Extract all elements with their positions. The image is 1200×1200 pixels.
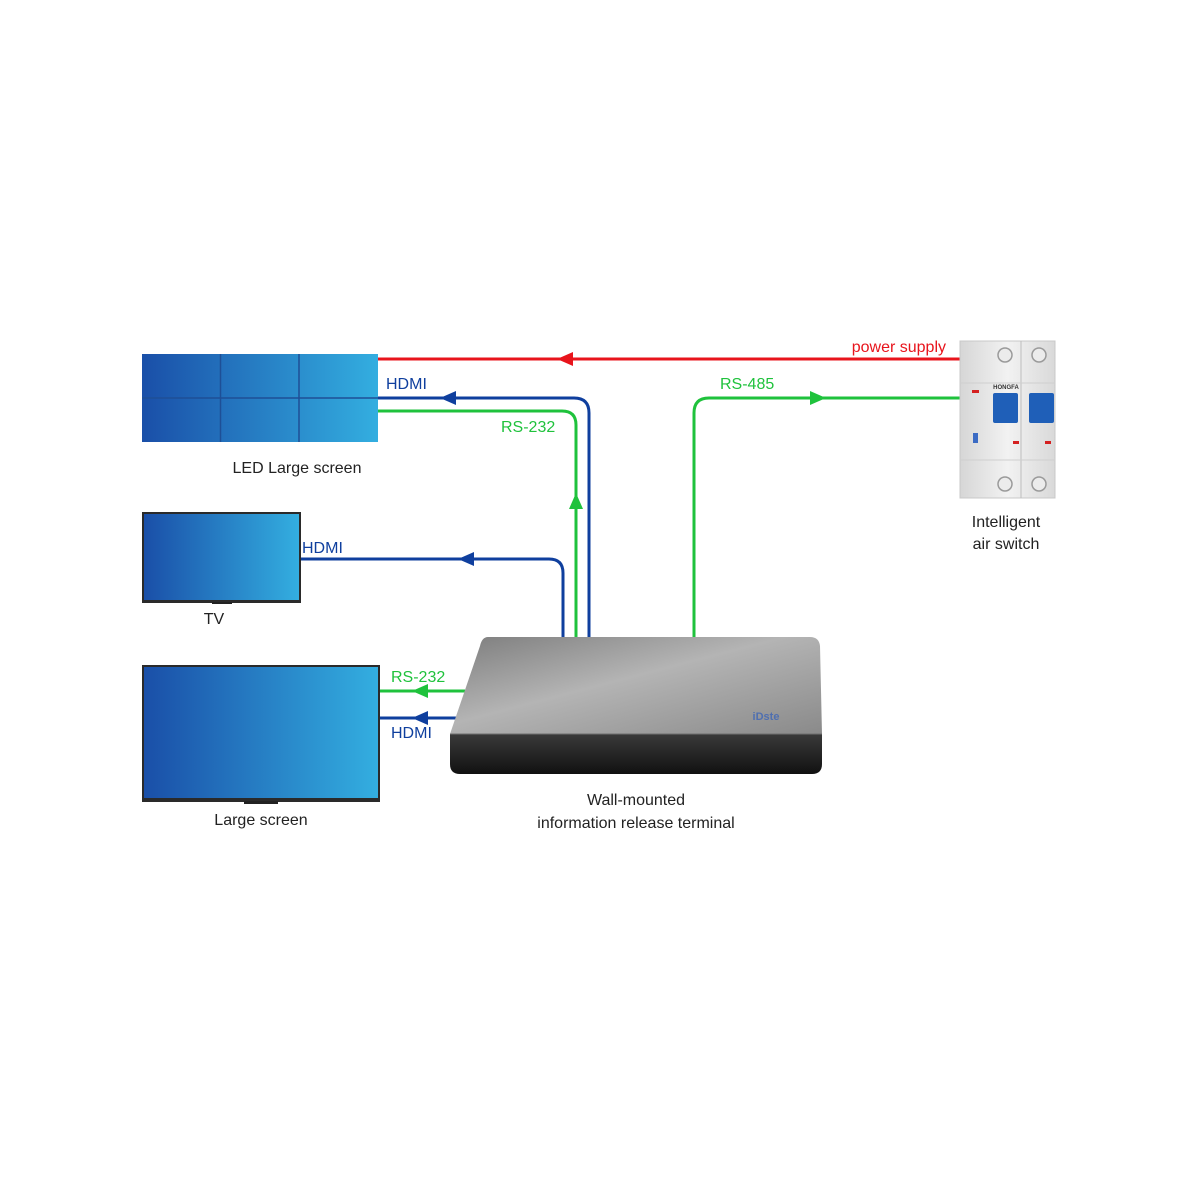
- indicator-icon: [972, 390, 979, 393]
- tv-hdmi-label: HDMI: [302, 540, 343, 557]
- screw-icon: [1031, 347, 1047, 363]
- lever-icon: [1029, 393, 1054, 423]
- led-wall: [142, 354, 378, 442]
- indicator-icon: [1045, 441, 1051, 444]
- large-screen: [142, 665, 380, 804]
- large-hdmi-line: [380, 711, 458, 725]
- terminal-label-line2: information release terminal: [537, 815, 734, 832]
- indicator-icon: [1013, 441, 1019, 444]
- rs485-line: [692, 391, 960, 637]
- air-switch-brand-logo: HONGFA: [993, 385, 1019, 391]
- lever-icon: [993, 393, 1018, 423]
- led-hdmi-label: HDMI: [386, 376, 427, 393]
- screw-icon: [997, 476, 1013, 492]
- large-screen-label: Large screen: [214, 812, 307, 829]
- large-rs232-line: [380, 684, 465, 698]
- led-hdmi-line: [378, 391, 591, 637]
- screw-icon: [1031, 476, 1047, 492]
- tv: [142, 512, 301, 604]
- power-supply-line: [378, 352, 960, 366]
- led-wall-label: LED Large screen: [233, 460, 362, 477]
- tv-label: TV: [204, 611, 225, 628]
- air-switch-label-line2: air switch: [973, 536, 1040, 553]
- terminal-device: [450, 637, 822, 774]
- large-hdmi-label: HDMI: [391, 725, 432, 742]
- screw-icon: [997, 347, 1013, 363]
- large-rs232-label: RS-232: [391, 669, 445, 686]
- rs485-label: RS-485: [720, 376, 774, 393]
- led-rs232-label: RS-232: [501, 419, 555, 436]
- tv-hdmi-line: [301, 552, 565, 637]
- air-switch-device: [959, 340, 1056, 499]
- air-switch-label-line1: Intelligent: [972, 514, 1041, 531]
- led-rs232-line: [378, 409, 583, 637]
- terminal-brand-logo: iDste: [753, 711, 780, 723]
- terminal-label-line1: Wall-mounted: [587, 792, 685, 809]
- indicator-icon: [973, 433, 978, 443]
- power-supply-label: power supply: [852, 339, 946, 356]
